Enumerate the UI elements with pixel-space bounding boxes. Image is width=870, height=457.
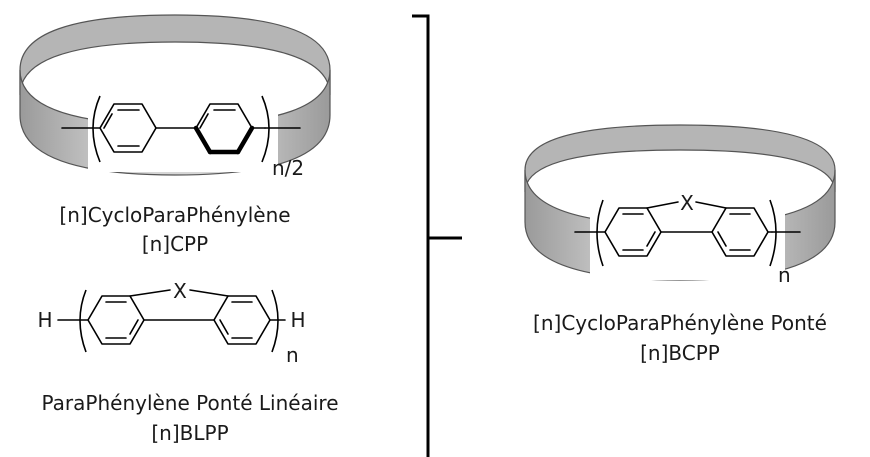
blpp-abbrev: [n]BLPP xyxy=(151,421,228,445)
blpp-bridge-atom: X xyxy=(173,279,187,303)
blpp-structure xyxy=(57,289,286,353)
blpp-end-left: H xyxy=(37,308,52,332)
bcpp-subscript: n xyxy=(778,263,791,287)
grouping-bracket xyxy=(412,14,462,457)
bcpp-caption: [n]CycloParaPhénylène Ponté xyxy=(533,311,827,335)
cpp-subscript: n/2 xyxy=(272,156,304,180)
cpp-abbrev: [n]CPP xyxy=(142,232,208,256)
bcpp-abbrev: [n]BCPP xyxy=(640,341,720,365)
bcpp-bridge-atom: X xyxy=(680,191,694,215)
cpp-structure xyxy=(61,92,301,172)
cpp-caption: [n]CycloParaPhénylène xyxy=(59,203,290,227)
blpp-end-right: H xyxy=(290,308,305,332)
blpp-caption: ParaPhénylène Ponté Linéaire xyxy=(42,391,339,415)
bcpp-structure xyxy=(574,188,801,280)
blpp-subscript: n xyxy=(286,343,299,367)
